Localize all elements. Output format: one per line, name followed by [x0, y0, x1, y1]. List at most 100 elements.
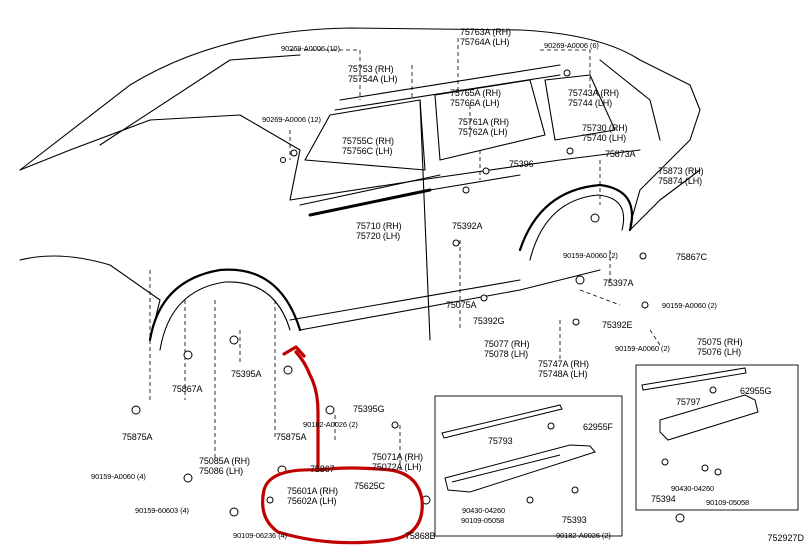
- label-75754a-lh: 75754A (LH): [348, 74, 398, 84]
- hood-outline: [19, 114, 301, 201]
- label-90109-05058-b: 90109-05058: [706, 498, 750, 507]
- label-75077-rh: 75077 (RH): [484, 339, 530, 349]
- label-62955f: 62955F: [583, 422, 613, 432]
- label-75867: 75867: [310, 464, 335, 474]
- roof-outline: [19, 27, 701, 226]
- label-75765a: 75765A (RH)75766A (LH): [450, 88, 501, 108]
- label-75873-rh: 75873 (RH): [658, 166, 704, 176]
- label-75867c: 75867C: [676, 252, 707, 262]
- rear-molding-lower: [659, 394, 759, 441]
- label-62955g: 62955G: [740, 386, 772, 396]
- label-90269-a0006-12: 90269-A0006 (12): [262, 115, 321, 124]
- label-75072a-lh: 75072A (LH): [372, 462, 422, 472]
- label-75867a: 75867A: [172, 384, 203, 394]
- rear-glass: [599, 59, 661, 141]
- label-90430-04260-b: 90430-04260: [671, 484, 715, 493]
- label-75710-rh: 75710 (RH): [356, 221, 402, 231]
- label-75747a: 75747A (RH)75748A (LH): [538, 359, 589, 379]
- label-75071a: 75071A (RH)75072A (LH): [372, 452, 423, 472]
- label-90159-a0060-4: 90159-A0060 (4): [91, 472, 146, 481]
- label-75766a-lh: 75766A (LH): [450, 98, 500, 108]
- label-90182-a0026-2-b: 90182-A0026 (2): [556, 531, 611, 540]
- label-75085a-rh: 75085A (RH): [199, 456, 250, 466]
- label-75873: 75873 (RH)75874 (LH): [658, 166, 704, 186]
- label-75392g: 75392G: [473, 316, 505, 326]
- rear-window: [434, 79, 546, 161]
- rocker-molding-lower: [444, 444, 596, 493]
- label-75602a-lh: 75602A (LH): [287, 496, 337, 506]
- front-fender-arch: [148, 268, 302, 342]
- label-75085a: 75085A (RH)75086 (LH): [199, 456, 250, 476]
- label-75875a-right: 75875A: [276, 432, 307, 442]
- rocker-detail-box: [434, 395, 623, 537]
- label-75394: 75394: [651, 494, 676, 504]
- belt-line: [299, 174, 441, 206]
- label-75765a-rh: 75765A (RH): [450, 88, 501, 98]
- label-75763a: 75763A (RH)75764A (LH): [460, 27, 511, 47]
- label-75756c-lh: 75756C (LH): [342, 146, 393, 156]
- label-75720-lh: 75720 (LH): [356, 231, 401, 241]
- label-90109-05058-a: 90109-05058: [461, 516, 505, 525]
- label-75730-rh: 75730 (RH): [582, 123, 628, 133]
- label-75077: 75077 (RH)75078 (LH): [484, 339, 530, 359]
- label-90269-a0006-6: 90269-A0006 (6): [544, 41, 599, 50]
- label-75761a-rh: 75761A (RH): [458, 117, 509, 127]
- label-75730: 75730 (RH)75740 (LH): [582, 123, 628, 143]
- rear-molding-75797: [641, 367, 747, 391]
- label-75601a-rh: 75601A (RH): [287, 486, 338, 496]
- label-90430-04260-a: 90430-04260: [462, 506, 506, 515]
- label-75875a-left: 75875A: [122, 432, 153, 442]
- label-75392e: 75392E: [602, 320, 633, 330]
- label-75762a-lh: 75762A (LH): [458, 127, 508, 137]
- label-75747a-rh: 75747A (RH): [538, 359, 589, 369]
- label-75755c: 75755C (RH)75756C (LH): [342, 136, 394, 156]
- label-90182-a0026-2-a: 90182-A0026 (2): [303, 420, 358, 429]
- label-90159-a0060-2-c: 90159-A0060 (2): [615, 344, 670, 353]
- label-75744-lh: 75744 (LH): [568, 98, 613, 108]
- windshield: [99, 54, 301, 146]
- label-75395g: 75395G: [353, 404, 385, 414]
- rocker-line: [299, 269, 601, 331]
- label-75743a-rh: 75743A (RH): [568, 88, 619, 98]
- label-75761a: 75761A (RH)75762A (LH): [458, 117, 509, 137]
- label-75748a-lh: 75748A (LH): [538, 369, 588, 379]
- label-75740-lh: 75740 (LH): [582, 133, 627, 143]
- highlight-loop: [261, 466, 424, 545]
- label-90159-a0060-2-a: 90159-A0060 (2): [563, 251, 618, 260]
- label-75797: 75797: [676, 397, 701, 407]
- label-75764a-lh: 75764A (LH): [460, 37, 510, 47]
- label-90109-06236-4: 90109-06236 (4): [233, 531, 287, 540]
- label-75793: 75793: [488, 436, 513, 446]
- label-75763a-rh: 75763A (RH): [460, 27, 511, 37]
- label-75395a: 75395A: [231, 369, 262, 379]
- label-75086-lh: 75086 (LH): [199, 466, 244, 476]
- front-bumper: [19, 255, 161, 341]
- highlight-arrow-head: [282, 345, 306, 358]
- label-75755c-rh: 75755C (RH): [342, 136, 394, 146]
- highlight-arrow-shaft: [294, 350, 320, 472]
- rear-molding-detail-box: [635, 364, 799, 511]
- label-75710: 75710 (RH)75720 (LH): [356, 221, 402, 241]
- rear-fender-arch: [518, 183, 634, 252]
- figure-number: 752927D: [767, 533, 804, 543]
- side-body: [289, 149, 641, 201]
- label-75075a: 75075A: [446, 300, 477, 310]
- label-75397a: 75397A: [603, 278, 634, 288]
- rocker-molding-75793: [441, 404, 563, 439]
- label-75753-rh: 75753 (RH): [348, 64, 394, 74]
- label-90269-a0006-10: 90269-A0006 (10): [281, 44, 340, 53]
- front-window: [304, 99, 426, 171]
- quarter-window: [544, 74, 616, 141]
- label-75071a-rh: 75071A (RH): [372, 452, 423, 462]
- label-75078-lh: 75078 (LH): [484, 349, 529, 359]
- label-75873a: 75873A: [605, 149, 636, 159]
- label-90159-a0060-2-b: 90159-A0060 (2): [662, 301, 717, 310]
- label-75075-rh: 75075 (RH): [697, 337, 743, 347]
- label-75393: 75393: [562, 515, 587, 525]
- label-75874-lh: 75874 (LH): [658, 176, 703, 186]
- label-75076-lh: 75076 (LH): [697, 347, 742, 357]
- label-75753: 75753 (RH)75754A (LH): [348, 64, 398, 84]
- label-75743a: 75743A (RH)75744 (LH): [568, 88, 619, 108]
